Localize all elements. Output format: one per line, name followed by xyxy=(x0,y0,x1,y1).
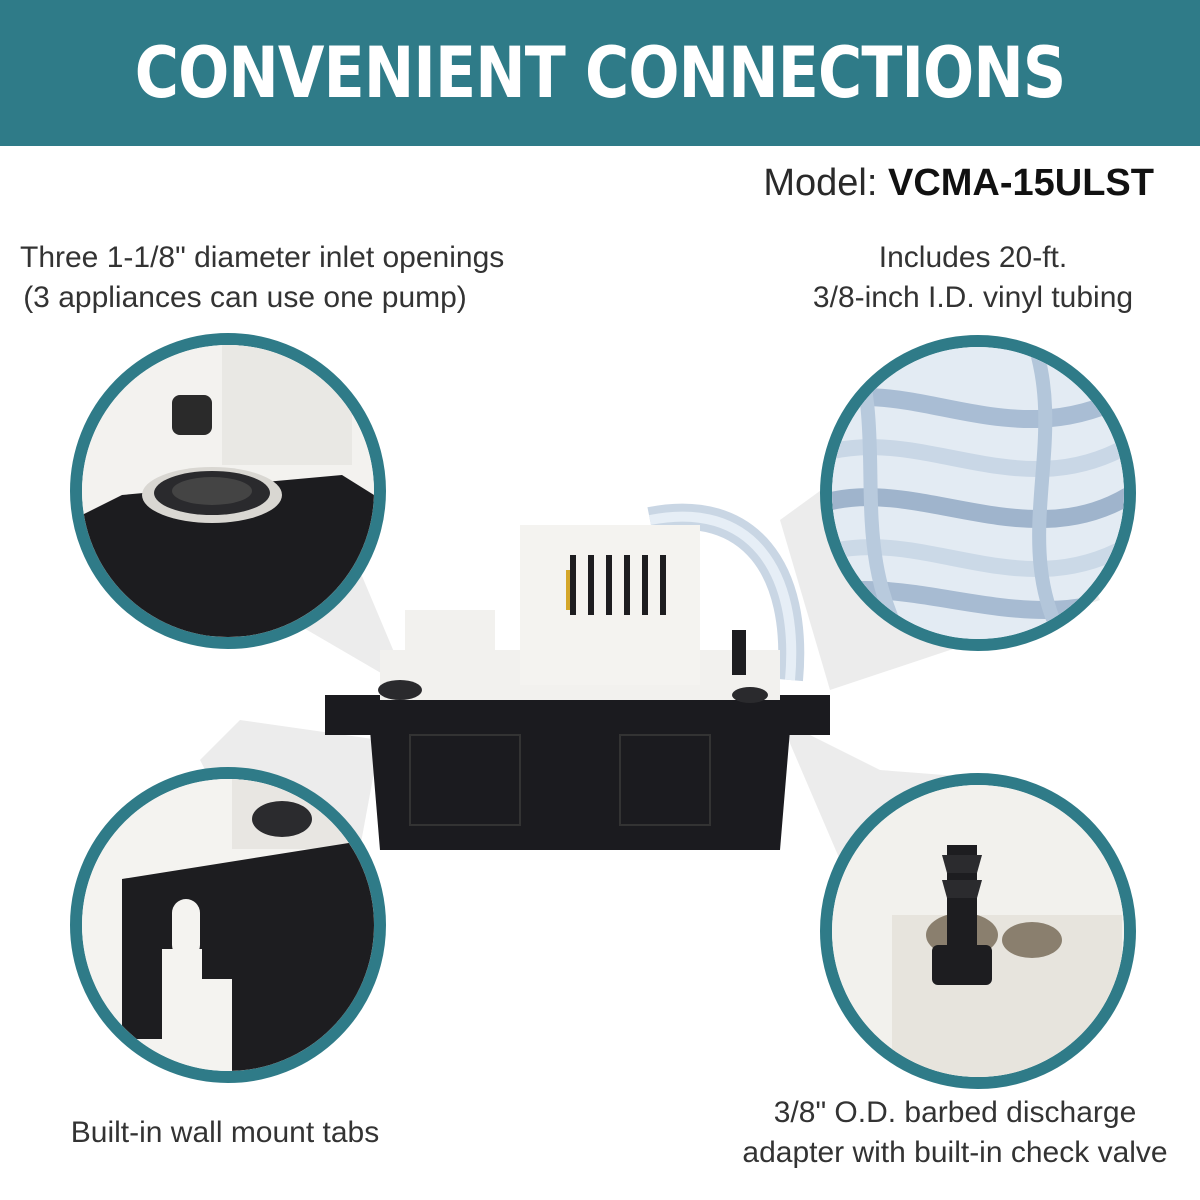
caption-vinyl-tubing: Includes 20-ft. 3/8-inch I.D. vinyl tubi… xyxy=(748,238,1198,318)
caption-inlet-line2: (3 appliances can use one pump) xyxy=(23,281,467,314)
caption-tubing-line1: Includes 20-ft. xyxy=(878,241,1068,274)
page-title: CONVENIENT CONNECTIONS xyxy=(134,32,1067,114)
caption-tubing-line2: 3/8-inch I.D. vinyl tubing xyxy=(812,281,1134,314)
header-banner: CONVENIENT CONNECTIONS xyxy=(0,0,1200,146)
caption-discharge-adapter: 3/8" O.D. barbed discharge adapter with … xyxy=(730,1093,1180,1173)
model-number: VCMA-15ULST xyxy=(887,162,1154,204)
tubing-detail-photo xyxy=(820,335,1136,651)
model-label: Model: xyxy=(763,162,878,204)
caption-discharge-line2: adapter with built-in check valve xyxy=(742,1136,1168,1169)
model-line: Model: VCMA-15ULST xyxy=(763,162,1154,205)
caption-wall-mount-tabs: Built-in wall mount tabs xyxy=(10,1113,440,1153)
wall-mount-detail-photo xyxy=(70,767,386,1083)
caption-inlet-line1: Three 1-1/8" diameter inlet openings xyxy=(20,241,505,274)
caption-discharge-line1: 3/8" O.D. barbed discharge xyxy=(773,1096,1137,1129)
discharge-adapter-detail-photo xyxy=(820,773,1136,1089)
caption-inlet-openings: Three 1-1/8" diameter inlet openings (3 … xyxy=(20,238,505,318)
condensate-pump-photo xyxy=(320,500,840,860)
caption-mount-line1: Built-in wall mount tabs xyxy=(70,1116,380,1149)
